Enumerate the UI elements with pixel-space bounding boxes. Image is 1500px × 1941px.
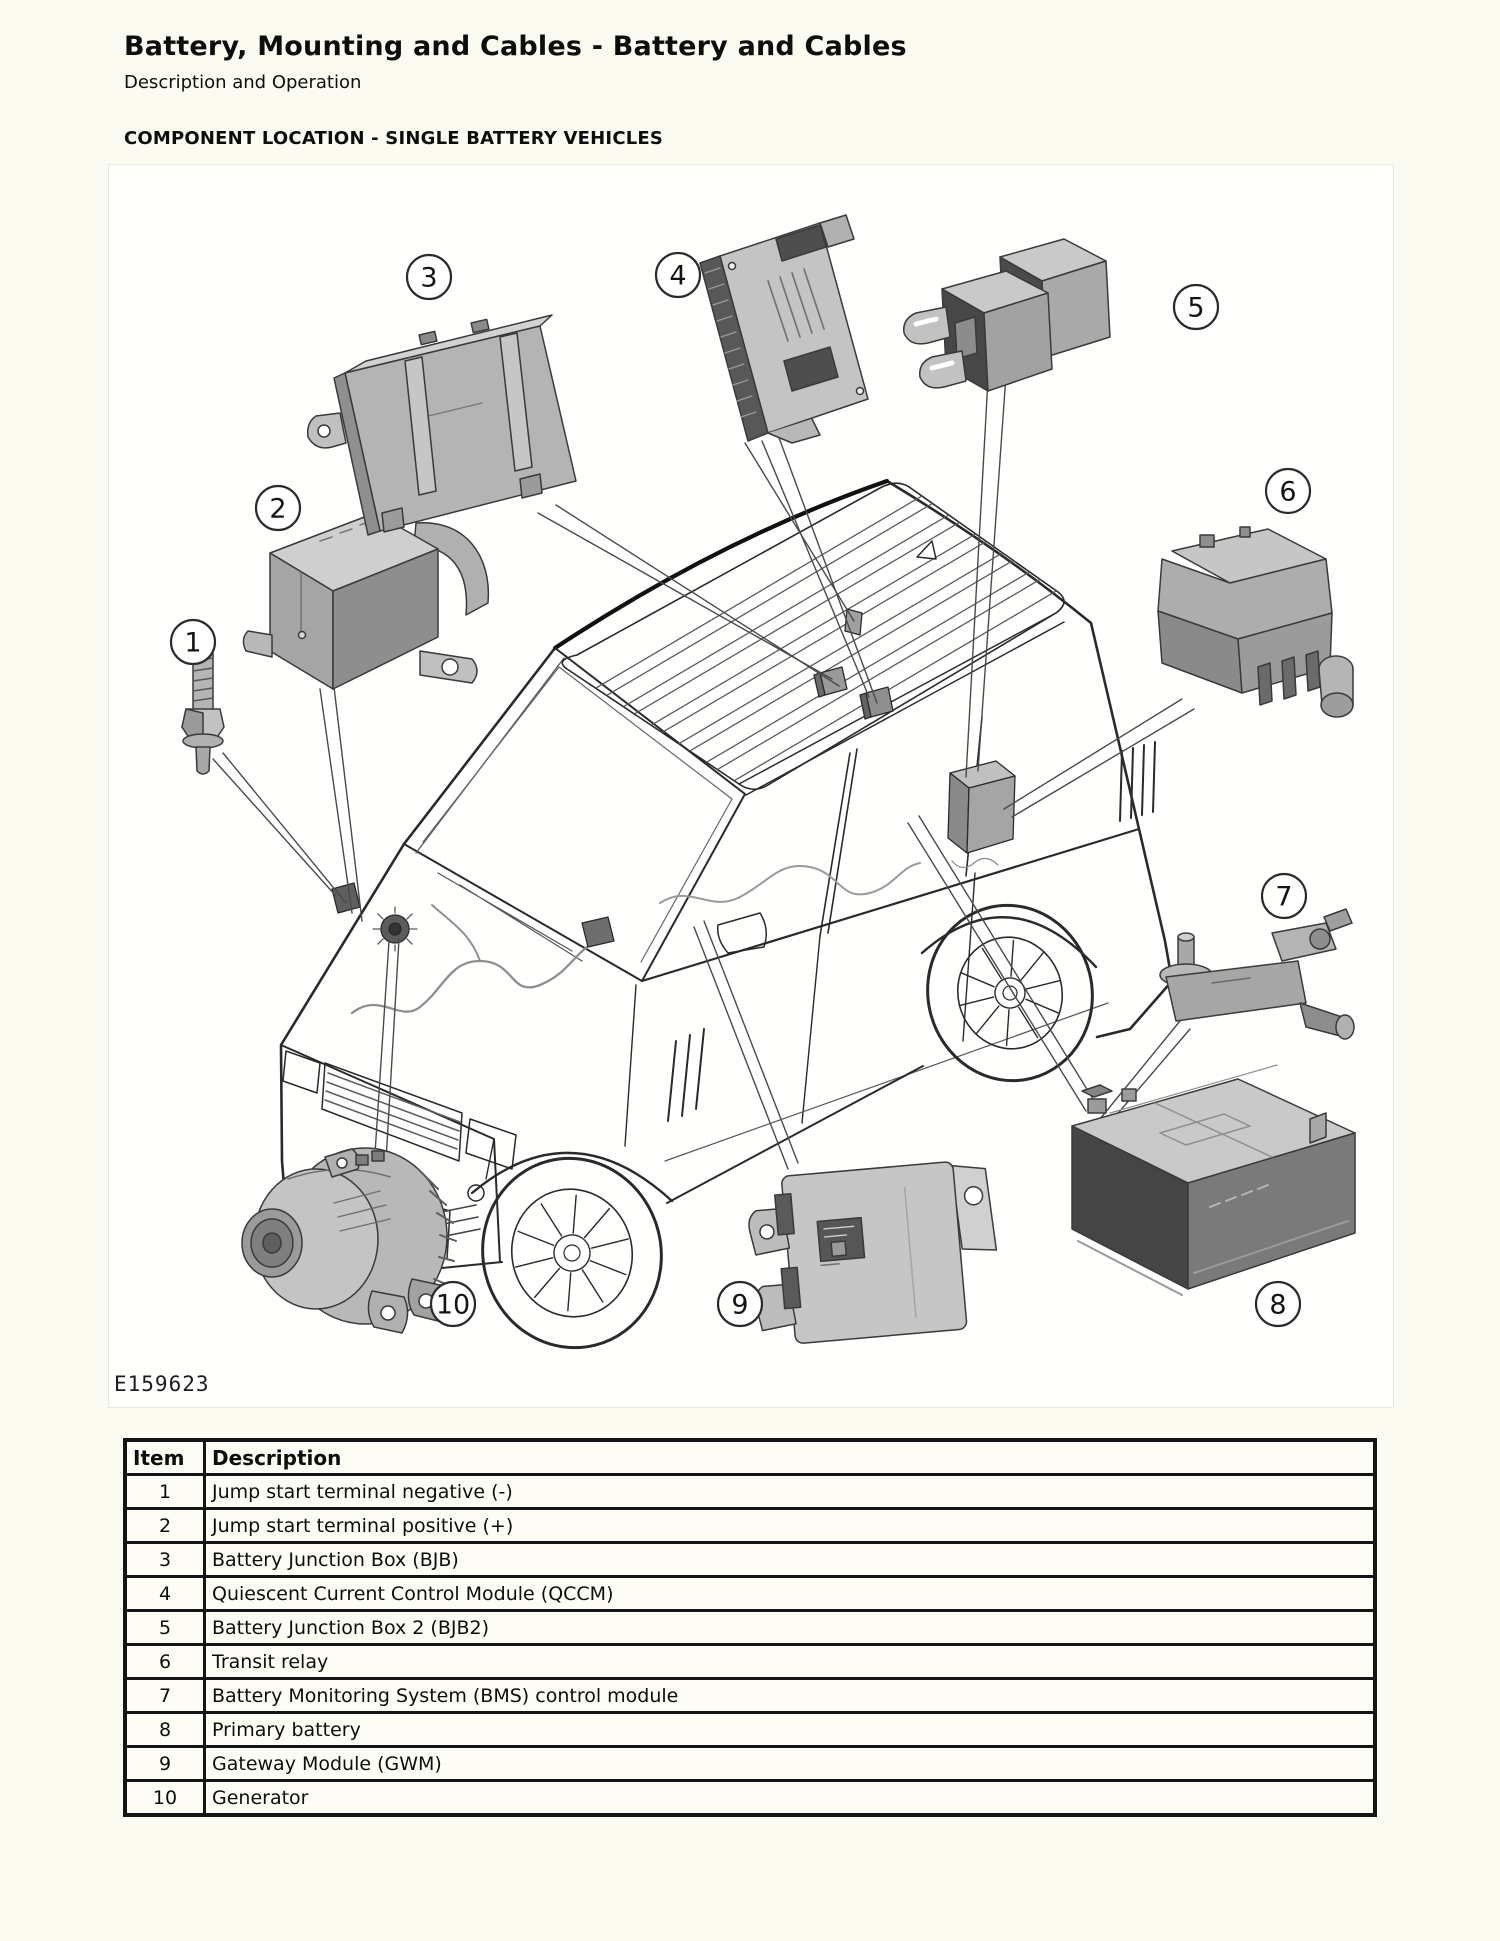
battery-junction-box-2-illustration — [903, 238, 1111, 392]
rear-wheel — [926, 903, 1094, 1083]
callout-circles: 1 2 3 4 5 6 7 8 9 10 — [169, 251, 1312, 1328]
callout-number: 10 — [436, 1290, 470, 1321]
callout-number: 7 — [1275, 882, 1292, 913]
callout-10: 10 — [429, 1280, 477, 1328]
item-number: 10 — [123, 1779, 206, 1817]
generator-illustration — [241, 1147, 457, 1334]
front-grille — [321, 1062, 463, 1162]
callout-5: 5 — [1172, 283, 1220, 331]
callout-number: 9 — [731, 1290, 748, 1321]
page-subtitle: Description and Operation — [124, 72, 362, 93]
cowl-terminal-location — [331, 882, 361, 914]
primary-battery-illustration — [1071, 1064, 1356, 1296]
item-number: 5 — [123, 1609, 206, 1646]
item-number: 3 — [123, 1541, 206, 1578]
callout-1: 1 — [169, 618, 217, 666]
callout-number: 3 — [420, 263, 437, 294]
item-number: 2 — [123, 1507, 206, 1544]
battery-junction-box-illustration — [306, 314, 577, 536]
column-header-description: Description — [203, 1438, 1377, 1476]
jump-start-terminal-negative-illustration — [181, 652, 225, 775]
callout-3: 3 — [405, 253, 453, 301]
transit-relay-illustration — [1157, 526, 1354, 718]
component-illustrations — [181, 214, 1356, 1344]
bms-control-module-illustration — [1159, 908, 1355, 1040]
component-diagram: 1 2 3 4 5 6 7 8 9 10 — [169, 214, 1356, 1350]
callout-8: 8 — [1254, 1280, 1302, 1328]
item-description: Battery Junction Box (BJB) — [203, 1541, 1377, 1578]
callout-2: 2 — [254, 484, 302, 532]
jump-start-terminal-positive-illustration — [242, 512, 490, 690]
callout-number: 8 — [1269, 1290, 1286, 1321]
front-wheel — [481, 1156, 663, 1350]
callout-number: 5 — [1187, 293, 1204, 324]
item-description: Jump start terminal positive (+) — [203, 1507, 1377, 1544]
interior-harness — [659, 862, 921, 904]
figure-label: E159623 — [114, 1372, 210, 1396]
cowl-module-location — [581, 916, 615, 948]
fog-sensor — [467, 1184, 485, 1202]
item-description: Jump start terminal negative (-) — [203, 1473, 1377, 1510]
roof-module-location-a — [813, 666, 848, 698]
item-number: 9 — [123, 1745, 206, 1782]
item-description: Gateway Module (GWM) — [203, 1745, 1377, 1782]
page-title: Battery, Mounting and Cables - Battery a… — [124, 31, 907, 62]
callout-9: 9 — [716, 1280, 764, 1328]
headlight-left — [282, 1050, 321, 1094]
callout-number: 4 — [669, 261, 686, 292]
loadspace-module-location — [947, 760, 1016, 869]
callout-number: 6 — [1279, 477, 1296, 508]
qccm-illustration — [699, 214, 869, 444]
item-description: Battery Junction Box 2 (BJB2) — [203, 1609, 1377, 1646]
gateway-module-illustration — [748, 1161, 998, 1344]
section-heading: COMPONENT LOCATION - SINGLE BATTERY VEHI… — [124, 128, 664, 149]
item-description: Primary battery — [203, 1711, 1377, 1748]
item-description: Generator — [203, 1779, 1377, 1817]
item-description: Quiescent Current Control Module (QCCM) — [203, 1575, 1377, 1612]
table-header-row: Item Description — [123, 1438, 1377, 1476]
engine-part-location — [372, 906, 418, 952]
item-number: 8 — [123, 1711, 206, 1748]
component-location-figure: 1 2 3 4 5 6 7 8 9 10 — [108, 164, 1394, 1408]
vehicle-illustration — [279, 478, 1174, 1350]
item-description: Battery Monitoring System (BMS) control … — [203, 1677, 1377, 1714]
item-number: 7 — [123, 1677, 206, 1714]
item-number: 1 — [123, 1473, 206, 1510]
callout-4: 4 — [654, 251, 702, 299]
roof-module-location-b — [859, 686, 894, 720]
item-number: 6 — [123, 1643, 206, 1680]
headlight-right — [465, 1118, 517, 1170]
callout-6: 6 — [1264, 467, 1312, 515]
item-description: Transit relay — [203, 1643, 1377, 1680]
column-header-item: Item — [123, 1438, 206, 1476]
item-number: 4 — [123, 1575, 206, 1612]
callout-7: 7 — [1260, 872, 1308, 920]
callout-number: 1 — [184, 628, 201, 659]
callout-number: 2 — [269, 494, 286, 525]
